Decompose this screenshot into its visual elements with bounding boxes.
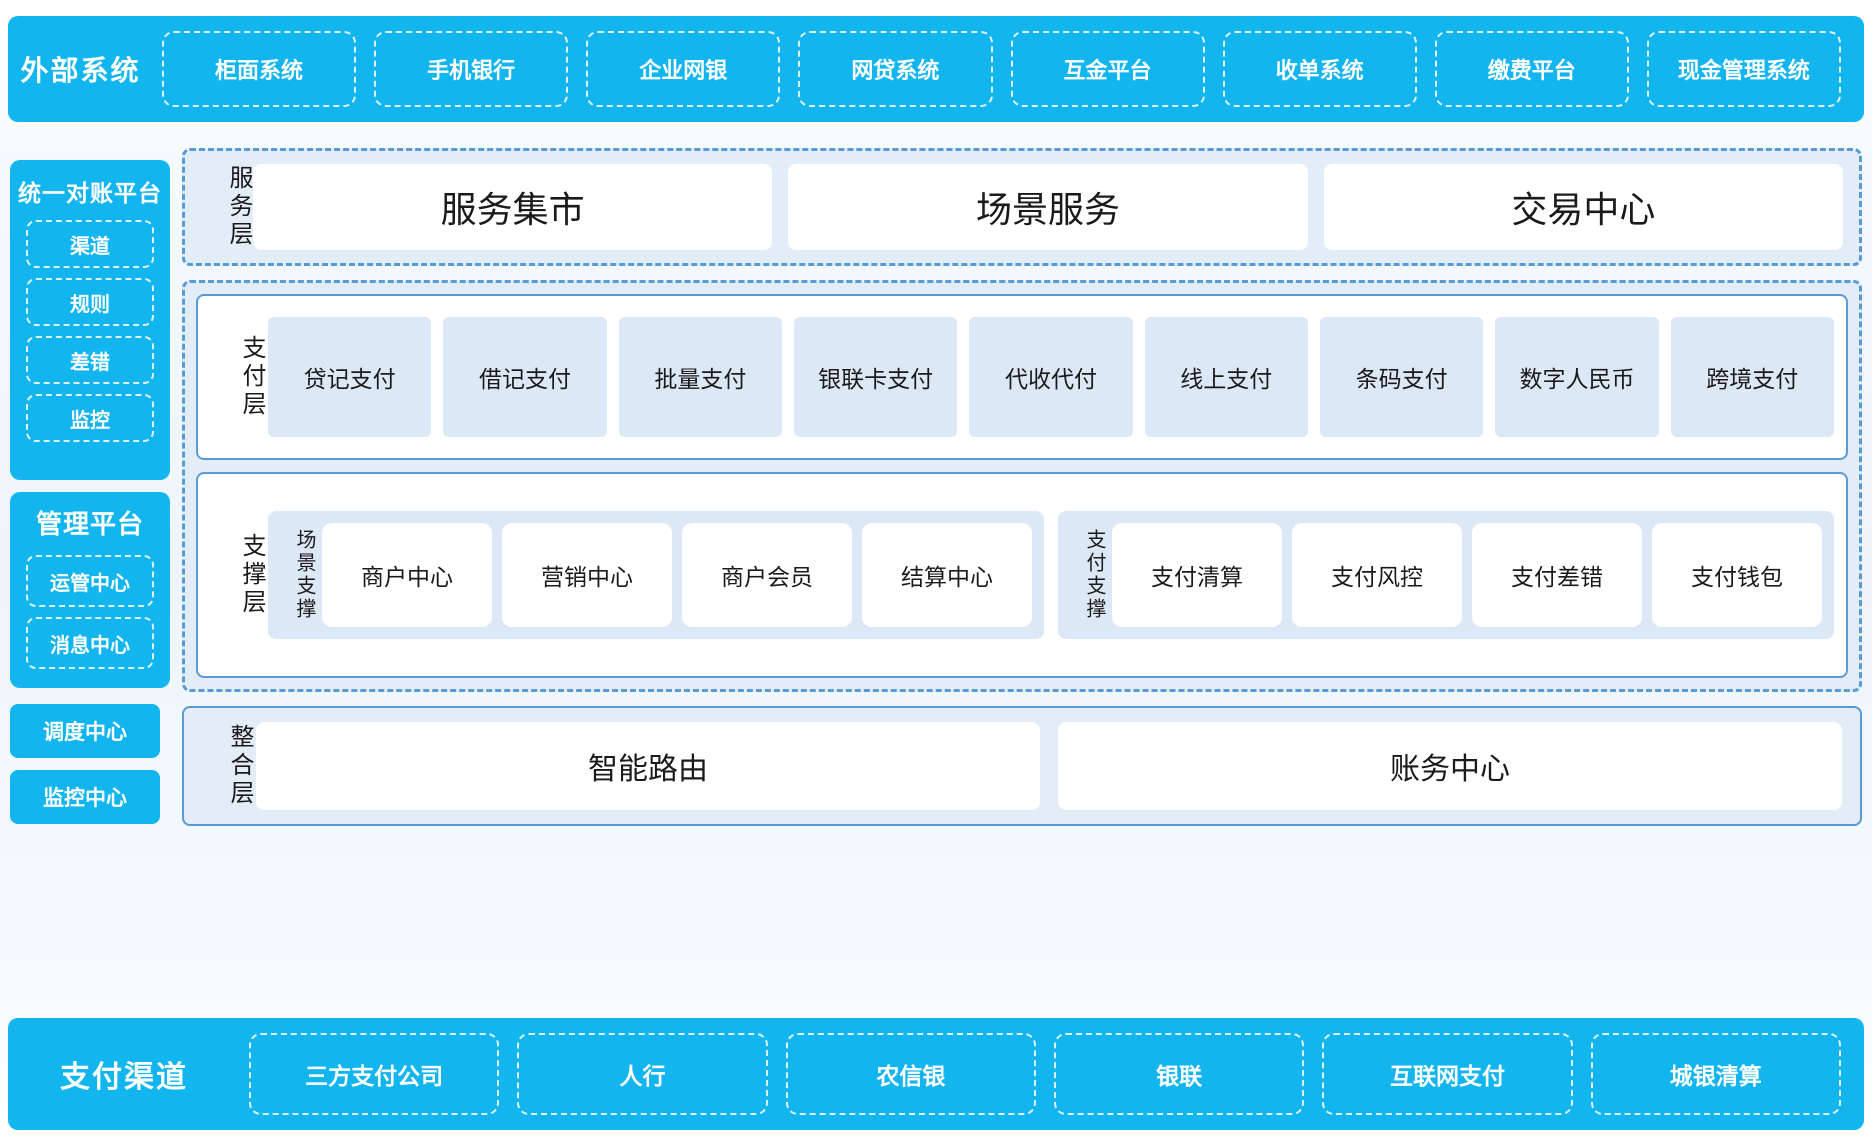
reconciliation-item-channel[interactable]: 渠道 bbox=[26, 220, 154, 268]
payment-card-debit-payment[interactable]: 借记支付 bbox=[443, 317, 607, 437]
support-group-scene-label: 场景支撑 bbox=[293, 529, 315, 621]
external-system-chip[interactable]: 缴费平台 bbox=[1434, 31, 1629, 107]
payment-layer-box: 支付层 贷记支付 借记支付 批量支付 银联卡支付 代收代付 线上支付 条码支付 … bbox=[196, 294, 1848, 460]
support-layer-box: 支撑层 场景支撑 商户中心 营销中心 商户会员 结算中心 支付支撑 支付清算 支… bbox=[196, 472, 1848, 678]
reconciliation-item-error[interactable]: 差错 bbox=[26, 336, 154, 384]
payment-channel-chip[interactable]: 农信银 bbox=[785, 1033, 1036, 1115]
payment-card-online-payment[interactable]: 线上支付 bbox=[1144, 317, 1308, 437]
monitoring-center-panel[interactable]: 监控中心 bbox=[10, 770, 160, 824]
support-card-payment-wallet[interactable]: 支付钱包 bbox=[1652, 523, 1822, 627]
external-systems-bar: 外部系统 柜面系统 手机银行 企业网银 网贷系统 互金平台 收单系统 缴费平台 … bbox=[8, 16, 1864, 122]
external-system-chip[interactable]: 企业网银 bbox=[586, 31, 781, 107]
external-system-chip[interactable]: 现金管理系统 bbox=[1646, 31, 1841, 107]
support-card-settlement-center[interactable]: 结算中心 bbox=[862, 523, 1032, 627]
service-card-service-market[interactable]: 服务集市 bbox=[253, 164, 773, 250]
scheduling-center-panel[interactable]: 调度中心 bbox=[10, 704, 160, 758]
support-layer-label: 支撑层 bbox=[238, 533, 265, 617]
payment-card-digital-rmb[interactable]: 数字人民币 bbox=[1495, 317, 1659, 437]
external-system-chip[interactable]: 柜面系统 bbox=[162, 31, 357, 107]
support-group-payment: 支付支撑 支付清算 支付风控 支付差错 支付钱包 bbox=[1058, 511, 1834, 639]
reconciliation-item-rule[interactable]: 规则 bbox=[26, 278, 154, 326]
support-card-payment-risk-control[interactable]: 支付风控 bbox=[1292, 523, 1462, 627]
service-card-scene-service[interactable]: 场景服务 bbox=[788, 164, 1308, 250]
reconciliation-item-monitor[interactable]: 监控 bbox=[26, 394, 154, 442]
payment-card-batch-payment[interactable]: 批量支付 bbox=[618, 317, 782, 437]
payment-card-unionpay-card-payment[interactable]: 银联卡支付 bbox=[793, 317, 958, 437]
external-system-chip[interactable]: 网贷系统 bbox=[798, 31, 993, 107]
payment-card-cross-border-payment[interactable]: 跨境支付 bbox=[1670, 317, 1834, 437]
support-card-marketing-center[interactable]: 营销中心 bbox=[502, 523, 672, 627]
payment-channel-chip[interactable]: 银联 bbox=[1053, 1033, 1305, 1115]
external-system-chip[interactable]: 收单系统 bbox=[1222, 31, 1417, 107]
service-layer-region: 服务层 服务集市 场景服务 交易中心 bbox=[182, 148, 1862, 266]
external-system-chip[interactable]: 手机银行 bbox=[374, 31, 569, 107]
payment-channel-chip[interactable]: 互联网支付 bbox=[1322, 1033, 1573, 1115]
external-systems-chip-list: 柜面系统 手机银行 企业网银 网贷系统 互金平台 收单系统 缴费平台 现金管理系… bbox=[153, 16, 1850, 122]
external-system-chip[interactable]: 互金平台 bbox=[1010, 31, 1205, 107]
management-item-message-center[interactable]: 消息中心 bbox=[26, 617, 154, 669]
management-platform-panel: 管理平台 运管中心 消息中心 bbox=[10, 492, 170, 688]
support-group-scene: 场景支撑 商户中心 营销中心 商户会员 结算中心 bbox=[268, 511, 1044, 639]
payment-card-collection-and-payment[interactable]: 代收代付 bbox=[969, 317, 1133, 437]
payment-card-barcode-payment[interactable]: 条码支付 bbox=[1319, 317, 1484, 437]
management-platform-title: 管理平台 bbox=[35, 509, 144, 539]
external-systems-title: 外部系统 bbox=[20, 55, 141, 86]
support-card-payment-clearing[interactable]: 支付清算 bbox=[1112, 523, 1282, 627]
payment-channel-chip[interactable]: 三方支付公司 bbox=[249, 1033, 500, 1115]
support-card-payment-error-handling[interactable]: 支付差错 bbox=[1472, 523, 1642, 627]
integration-card-smart-routing[interactable]: 智能路由 bbox=[256, 722, 1040, 810]
payment-card-credit-payment[interactable]: 贷记支付 bbox=[268, 317, 432, 437]
support-card-merchant-membership[interactable]: 商户会员 bbox=[682, 523, 852, 627]
support-card-merchant-center[interactable]: 商户中心 bbox=[322, 523, 492, 627]
payment-layer-label: 支付层 bbox=[238, 335, 265, 419]
payment-channels-chip-list: 三方支付公司 人行 农信银 银联 互联网支付 城银清算 bbox=[240, 1018, 1850, 1130]
reconciliation-platform-title: 统一对账平台 bbox=[18, 180, 162, 206]
service-card-transaction-center[interactable]: 交易中心 bbox=[1323, 164, 1843, 250]
integration-layer-box: 整合层 智能路由 账务中心 bbox=[182, 706, 1862, 826]
reconciliation-platform-panel: 统一对账平台 渠道 规则 差错 监控 bbox=[10, 160, 170, 480]
integration-card-accounting-center[interactable]: 账务中心 bbox=[1058, 722, 1842, 810]
support-group-payment-label: 支付支撑 bbox=[1083, 529, 1105, 621]
payment-channels-bar: 支付渠道 三方支付公司 人行 农信银 银联 互联网支付 城银清算 bbox=[8, 1018, 1864, 1130]
payment-channel-chip[interactable]: 人行 bbox=[517, 1033, 768, 1115]
integration-layer-label: 整合层 bbox=[226, 724, 253, 808]
payment-channels-title: 支付渠道 bbox=[60, 1061, 188, 1094]
management-item-operations-center[interactable]: 运管中心 bbox=[26, 555, 154, 607]
service-layer-label: 服务层 bbox=[225, 165, 252, 249]
payment-channel-chip[interactable]: 城银清算 bbox=[1590, 1033, 1841, 1115]
